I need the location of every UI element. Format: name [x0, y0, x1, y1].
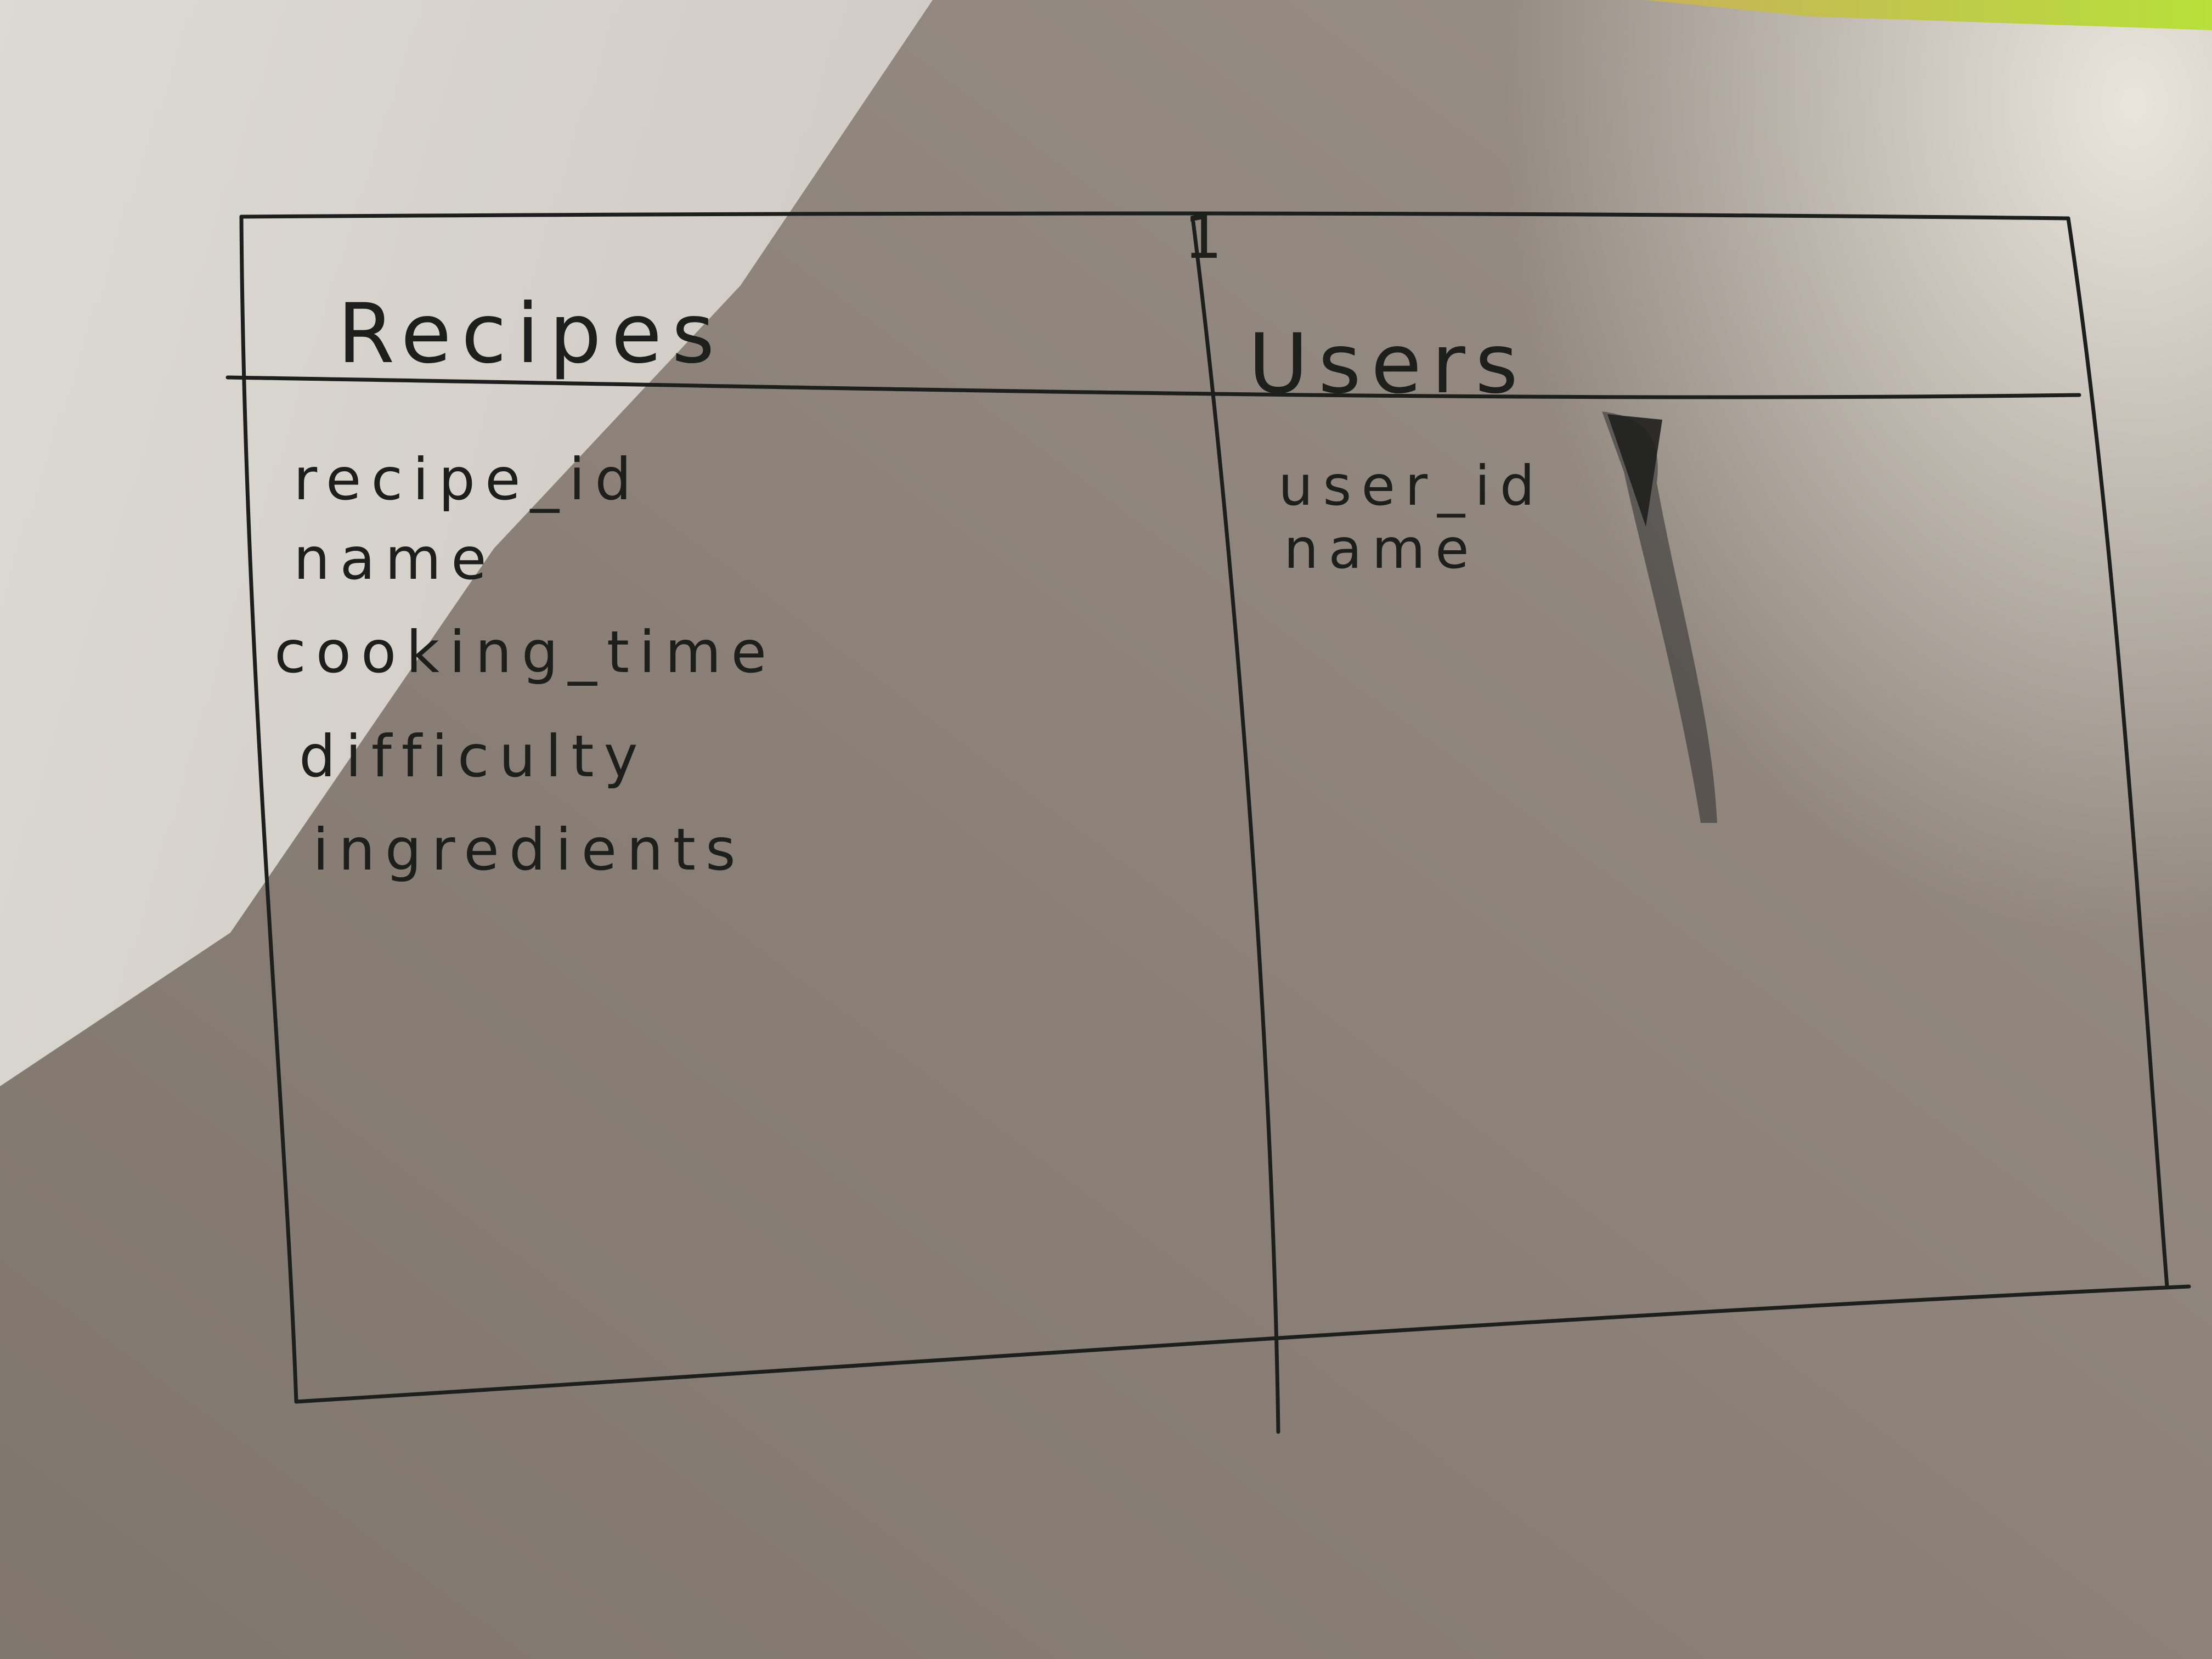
field-ingredients: ingredients	[313, 816, 746, 883]
marker-smudge	[1602, 411, 1717, 823]
field-difficulty: difficulty	[299, 723, 648, 790]
table-frame	[225, 211, 2191, 1434]
marker-smudge-dark	[1607, 414, 1662, 527]
paper-light-region	[0, 0, 933, 1086]
field-cooking-time: cooking_time	[274, 619, 776, 686]
paper-glow-region	[1426, 0, 2212, 1042]
field-recipe-id: recipe_id	[294, 446, 641, 513]
field-user-name: name	[1284, 517, 1479, 581]
frame-left-line	[239, 215, 298, 1404]
frame-top-line	[239, 211, 2070, 221]
column-divider-line	[1191, 220, 1280, 1434]
frame-bottom-line	[294, 1284, 2191, 1404]
field-user-id: user_id	[1278, 454, 1544, 518]
table-title-recipes: Recipes	[337, 286, 725, 382]
relationship-label-users: 1	[1184, 202, 1232, 272]
green-corner-strip	[1646, 0, 2212, 30]
frame-right-line	[2066, 216, 2169, 1289]
header-divider-line	[225, 375, 2081, 399]
field-recipe-name: name	[294, 526, 496, 592]
table-title-users: Users	[1248, 317, 1528, 412]
